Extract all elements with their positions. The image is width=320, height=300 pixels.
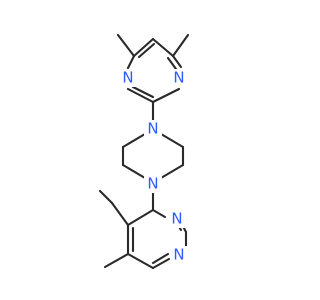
atom-n5: N	[168, 210, 186, 228]
atom-n1: N	[119, 69, 137, 87]
bond	[159, 132, 185, 149]
atom-label: N	[173, 69, 184, 87]
bond	[151, 208, 167, 219]
bond	[151, 257, 171, 270]
bond	[171, 54, 183, 69]
bond	[126, 208, 155, 227]
bond	[137, 42, 156, 59]
bond	[126, 54, 136, 70]
bond	[151, 87, 181, 104]
bond	[126, 252, 155, 270]
bond	[121, 132, 147, 149]
bond	[151, 252, 170, 265]
atom-n2: N	[170, 69, 188, 87]
atom-n3: N	[144, 120, 162, 138]
bond	[103, 252, 130, 269]
atom-n4: N	[144, 175, 162, 193]
bond	[110, 201, 130, 227]
structure-diagram-canvas: N N N N N N	[98, 33, 190, 270]
atom-n6: N	[170, 246, 188, 264]
atom-label: N	[147, 175, 158, 193]
bond	[132, 37, 155, 58]
bond	[131, 85, 155, 99]
bond	[171, 33, 190, 58]
atom-label: N	[171, 210, 182, 228]
atom-label: N	[173, 246, 184, 264]
bond	[151, 37, 175, 58]
bond	[126, 87, 155, 104]
atom-label: N	[122, 69, 133, 87]
atom-label: N	[147, 120, 158, 138]
bond	[121, 163, 147, 180]
bond	[98, 189, 114, 205]
bond	[116, 33, 136, 58]
bond	[166, 56, 178, 71]
bond	[159, 163, 185, 180]
molecule-structure: N N N N N N	[98, 33, 190, 270]
